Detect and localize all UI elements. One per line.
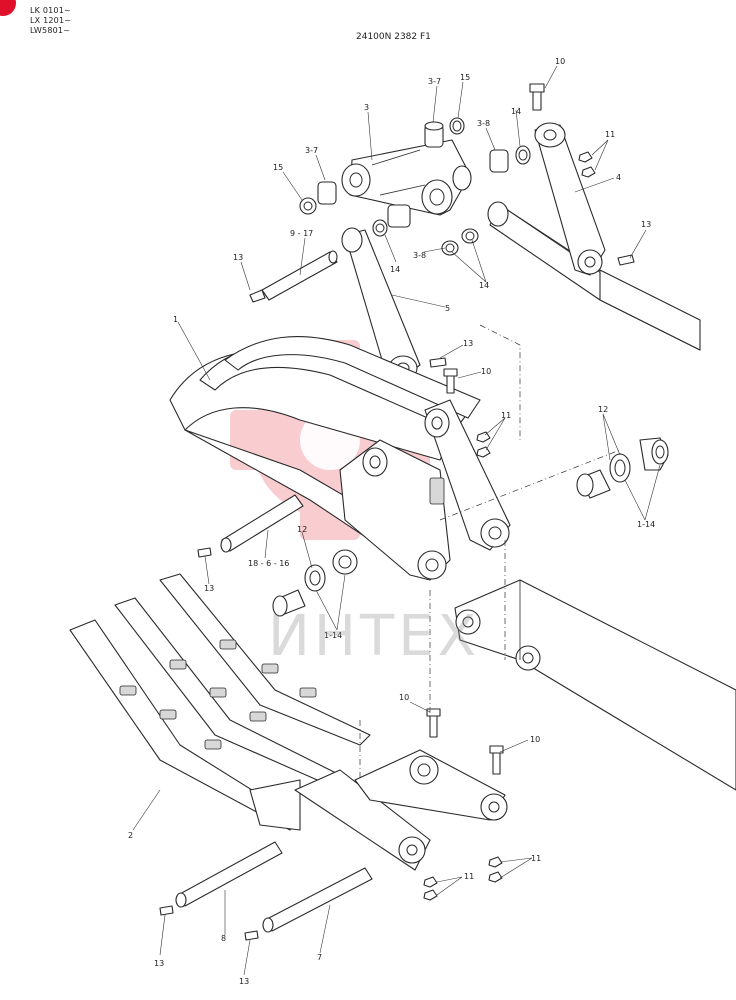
center-lines: [359, 324, 621, 780]
callout-11-lower-right: 11: [531, 854, 541, 863]
callout-3-7-top: 3-7: [428, 77, 441, 86]
callout-15-top: 15: [460, 73, 470, 82]
callout-15-left: 15: [273, 163, 283, 172]
bolt-10-mid: [443, 368, 458, 394]
boom-beam: [454, 579, 736, 791]
side-link-upper: [424, 399, 511, 551]
callout-4: 4: [616, 173, 621, 182]
lower-link-arms: [294, 749, 508, 871]
callout-11-lower-left: 11: [464, 872, 474, 881]
callout-10-lower-left: 10: [399, 693, 409, 702]
callout-3-7-left: 3-7: [305, 146, 318, 155]
callout-1: 1: [173, 315, 178, 324]
grease-fitting-13-right: [617, 254, 635, 266]
callout-18-6-16: 18 - 6 - 16: [248, 559, 289, 568]
callout-14-top: 14: [511, 107, 521, 116]
pin-9-17: [249, 250, 338, 303]
callout-9-17: 9 - 17: [290, 229, 313, 238]
seal-15-left: [299, 197, 317, 215]
upper-link-3: [341, 139, 472, 216]
callout-13-bottom: 13: [239, 977, 249, 986]
serial-range-3: LW5801~: [30, 26, 71, 35]
callout-1-14-left: 1-14: [324, 631, 342, 640]
serial-range-2: LX 1201~: [30, 16, 72, 25]
callout-13-pin: 13: [233, 253, 243, 262]
bushing-3-7-left: [317, 181, 337, 205]
drawing-code: 24100N 2382 F1: [356, 32, 431, 42]
watermark-text: ИНТЕХ: [268, 604, 480, 669]
callout-3-8-lower: 3-8: [413, 251, 426, 260]
bolts-10-lower: [426, 708, 504, 775]
seals-14-lower: [372, 219, 479, 256]
callout-10-mid: 10: [481, 367, 491, 376]
pin-8: [175, 841, 283, 908]
seal-14-upper: [515, 145, 531, 165]
bushing-3-7-upper: [424, 121, 444, 148]
bushing-3-8-lower: [387, 204, 411, 228]
callout-14-lower: 14: [479, 281, 489, 290]
leader-lines: [132, 65, 661, 976]
callout-8: 8: [221, 934, 226, 943]
callout-13-left: 13: [204, 584, 214, 593]
grease-fittings-13-bottom: [159, 905, 259, 941]
pin-7: [262, 867, 373, 933]
nuts-11-top: [578, 151, 596, 178]
callout-5: 5: [445, 304, 450, 313]
corner-marker: [0, 0, 16, 16]
pin-18-6-16: [220, 494, 304, 553]
bushing-set-right: [576, 437, 669, 499]
bushing-3-8-upper: [489, 149, 509, 173]
callout-13-mid: 13: [463, 339, 473, 348]
callout-10-lower-right: 10: [530, 735, 540, 744]
grease-fitting-13-left: [197, 547, 212, 558]
callout-3: 3: [364, 103, 369, 112]
callout-2: 2: [128, 831, 133, 840]
callout-1-14-right: 1-14: [637, 520, 655, 529]
grease-fitting-13-mid: [429, 357, 447, 368]
callout-12-right: 12: [598, 405, 608, 414]
bucket-frame-1: [169, 336, 481, 581]
callout-10-top: 10: [555, 57, 565, 66]
callout-12-left: 12: [297, 525, 307, 534]
seal-15-upper: [449, 117, 465, 135]
callout-11-top: 11: [605, 130, 615, 139]
callout-11-mid: 11: [501, 411, 511, 420]
callout-14-mid: 14: [390, 265, 400, 274]
link-4: [534, 122, 606, 276]
nuts-11-lower: [423, 856, 503, 901]
callout-labels: 10 3-7 15 3 3-8 14 11 4 3-7 15 13 9 - 17…: [128, 57, 655, 986]
bolt-10-top: [529, 83, 545, 111]
callout-13-bottom-left: 13: [154, 959, 164, 968]
callout-13-right: 13: [641, 220, 651, 229]
callout-7: 7: [317, 953, 322, 962]
bushing-set-left: [272, 549, 358, 617]
serial-range-1: LK 0101~: [30, 6, 71, 15]
callout-3-8-top: 3-8: [477, 119, 490, 128]
nuts-11-mid: [476, 431, 491, 458]
hydraulic-cylinder: [487, 201, 701, 351]
